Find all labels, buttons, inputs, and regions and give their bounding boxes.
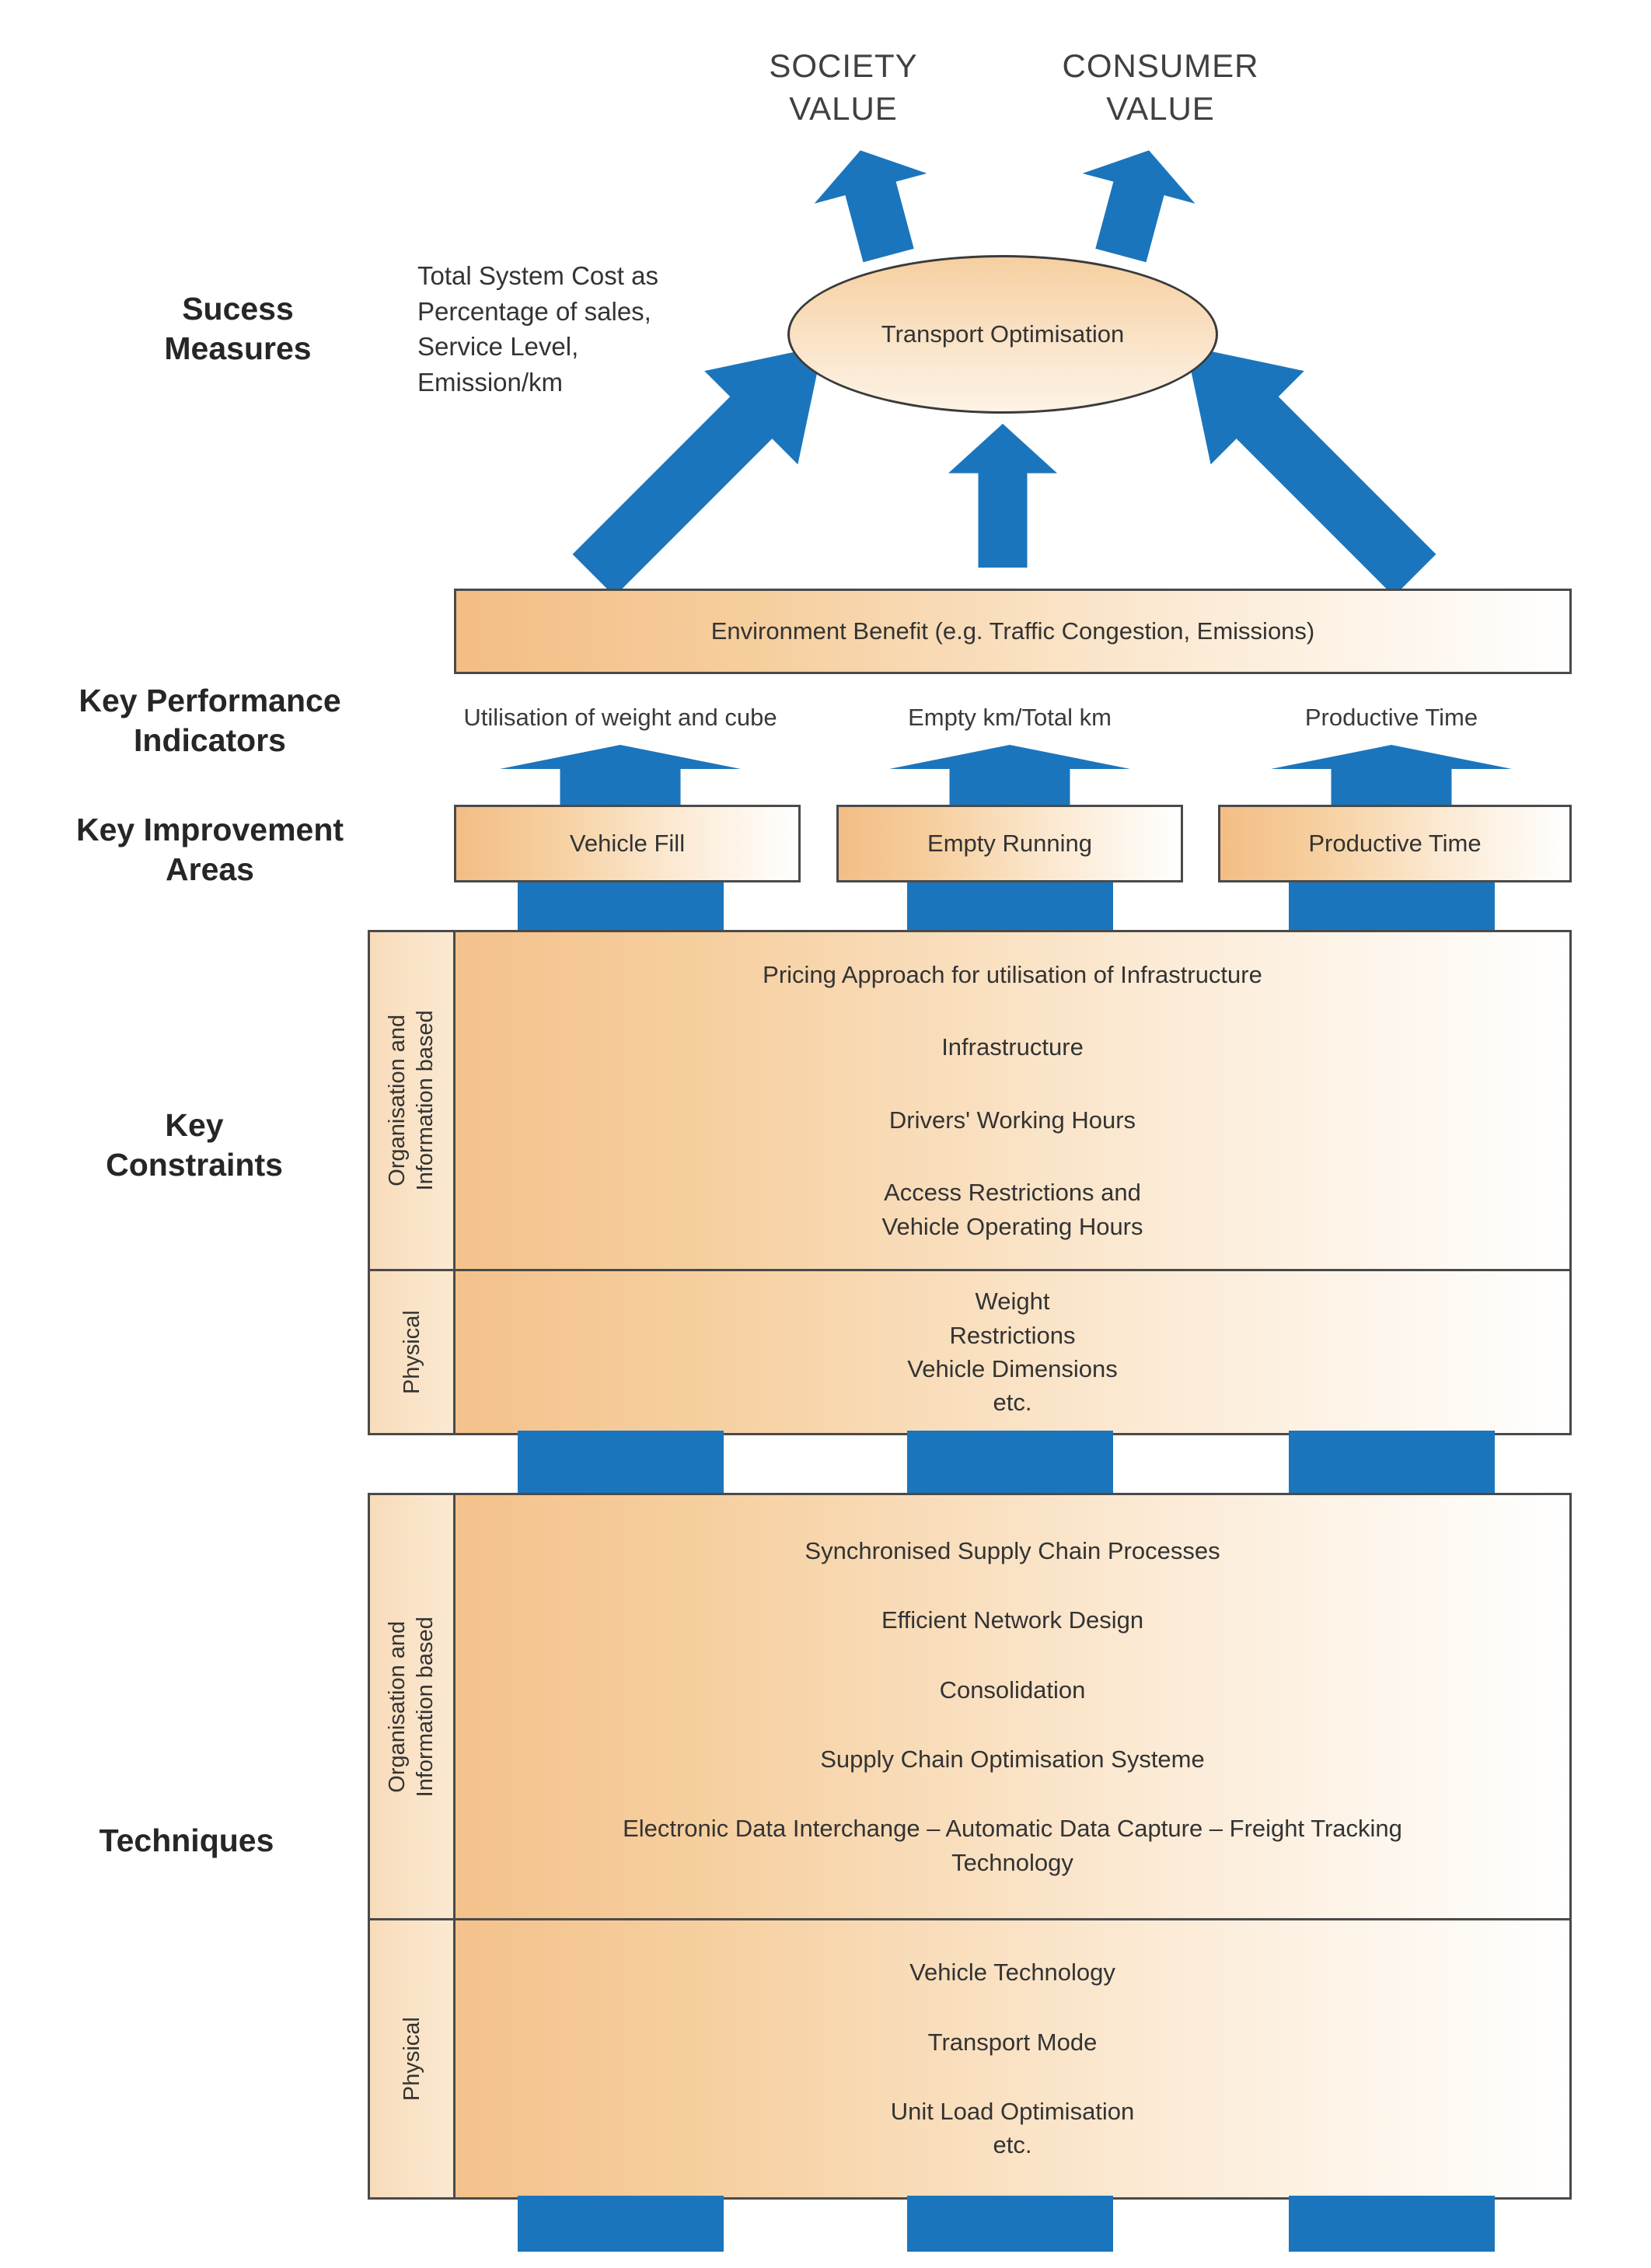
connector-bar xyxy=(907,1431,1113,1497)
environment-benefit-label: Environment Benefit (e.g. Traffic Conges… xyxy=(710,617,1315,645)
constraints-physical-content: Weight Restrictions Vehicle Dimensions e… xyxy=(456,1271,1569,1433)
technique-item: Efficient Network Design xyxy=(881,1606,1144,1634)
connector-bar xyxy=(518,1431,724,1497)
vehicle-fill-label: Vehicle Fill xyxy=(569,830,686,857)
constraints-heading: Key Constraints xyxy=(106,1107,283,1183)
kpi-heading: Key Performance Indicators xyxy=(79,683,341,759)
constraint-item: Access Restrictions and Vehicle Operatin… xyxy=(881,1179,1143,1240)
techniques-box: Organisation and Information based Synch… xyxy=(368,1493,1572,2200)
improvement-box-vehicle-fill: Vehicle Fill xyxy=(454,805,801,882)
improvement-box-productive-time: Productive Time xyxy=(1218,805,1572,882)
arrow-left-diagonal-icon xyxy=(546,299,869,622)
techniques-heading: Techniques xyxy=(99,1822,274,1858)
connector-bar xyxy=(907,2196,1113,2252)
connector-bar xyxy=(518,879,724,935)
arrow-right-diagonal-icon xyxy=(1139,299,1461,622)
technique-item: Unit Load Optimisation etc. xyxy=(890,2098,1135,2159)
constraints-org-content: Pricing Approach for utilisation of Infr… xyxy=(456,932,1569,1271)
constraint-item: Infrastructure xyxy=(941,1033,1084,1061)
arrow-vehicle-fill-icon xyxy=(500,745,741,807)
connector-bar xyxy=(907,879,1113,935)
org-info-label: Organisation and Information based xyxy=(385,1010,438,1191)
society-value-label: SOCIETY VALUE xyxy=(769,47,918,127)
kpi-label-productive-time: Productive Time xyxy=(1304,704,1478,731)
connector-bar xyxy=(1289,879,1495,935)
arrow-to-society-icon xyxy=(804,135,944,271)
success-measures-detail: Total System Cost as Percentage of sales… xyxy=(417,261,658,397)
improvement-heading: Key Improvement Areas xyxy=(75,812,344,888)
kpi-label-utilisation: Utilisation of weight and cube xyxy=(463,704,777,731)
technique-item: Consolidation xyxy=(939,1676,1086,1704)
productive-time-label: Productive Time xyxy=(1308,830,1482,857)
technique-item: Electronic Data Interchange – Automatic … xyxy=(623,1815,1402,1876)
constraints-org-sidecell: Organisation and Information based xyxy=(370,932,456,1271)
improvement-box-empty-running: Empty Running xyxy=(836,805,1183,882)
org-info-label: Organisation and Information based xyxy=(385,1616,438,1798)
techniques-physical-content: Vehicle Technology Transport Mode Unit L… xyxy=(456,1920,1569,2197)
transport-optimisation-label: Transport Optimisation xyxy=(881,320,1125,348)
connector-bar xyxy=(1289,1431,1495,1497)
physical-label: Physical xyxy=(399,1310,424,1394)
empty-running-label: Empty Running xyxy=(927,830,1092,857)
constraints-box: Organisation and Information based Prici… xyxy=(368,930,1572,1435)
environment-benefit-box: Environment Benefit (e.g. Traffic Conges… xyxy=(454,589,1572,674)
physical-label: Physical xyxy=(399,2017,424,2101)
arrow-center-up-icon xyxy=(948,424,1057,568)
techniques-physical-sidecell: Physical xyxy=(370,1920,456,2197)
constraint-item: Pricing Approach for utilisation of Infr… xyxy=(763,961,1262,989)
techniques-org-sidecell: Organisation and Information based xyxy=(370,1495,456,1920)
consumer-value-label: CONSUMER VALUE xyxy=(1062,47,1259,127)
arrow-to-consumer-icon xyxy=(1064,135,1205,271)
technique-item: Vehicle Technology xyxy=(909,1959,1115,1987)
transport-optimisation-ellipse: Transport Optimisation xyxy=(787,255,1218,414)
technique-item: Transport Mode xyxy=(927,2028,1098,2056)
constraints-physical-sidecell: Physical xyxy=(370,1271,456,1433)
technique-item: Supply Chain Optimisation Systeme xyxy=(820,1746,1205,1773)
constraint-item: Drivers' Working Hours xyxy=(888,1106,1136,1134)
arrow-productive-time-icon xyxy=(1271,745,1512,807)
technique-item: Synchronised Supply Chain Processes xyxy=(805,1536,1220,1564)
connector-bar xyxy=(518,2196,724,2252)
success-measures-heading: Sucess Measures xyxy=(164,291,312,367)
arrow-empty-running-icon xyxy=(889,745,1130,807)
connector-bar xyxy=(1289,2196,1495,2252)
constraint-item: Weight Restrictions Vehicle Dimensions e… xyxy=(907,1288,1118,1417)
techniques-org-content: Synchronised Supply Chain Processes Effi… xyxy=(456,1495,1569,1920)
kpi-label-empty-km: Empty km/Total km xyxy=(908,704,1112,731)
